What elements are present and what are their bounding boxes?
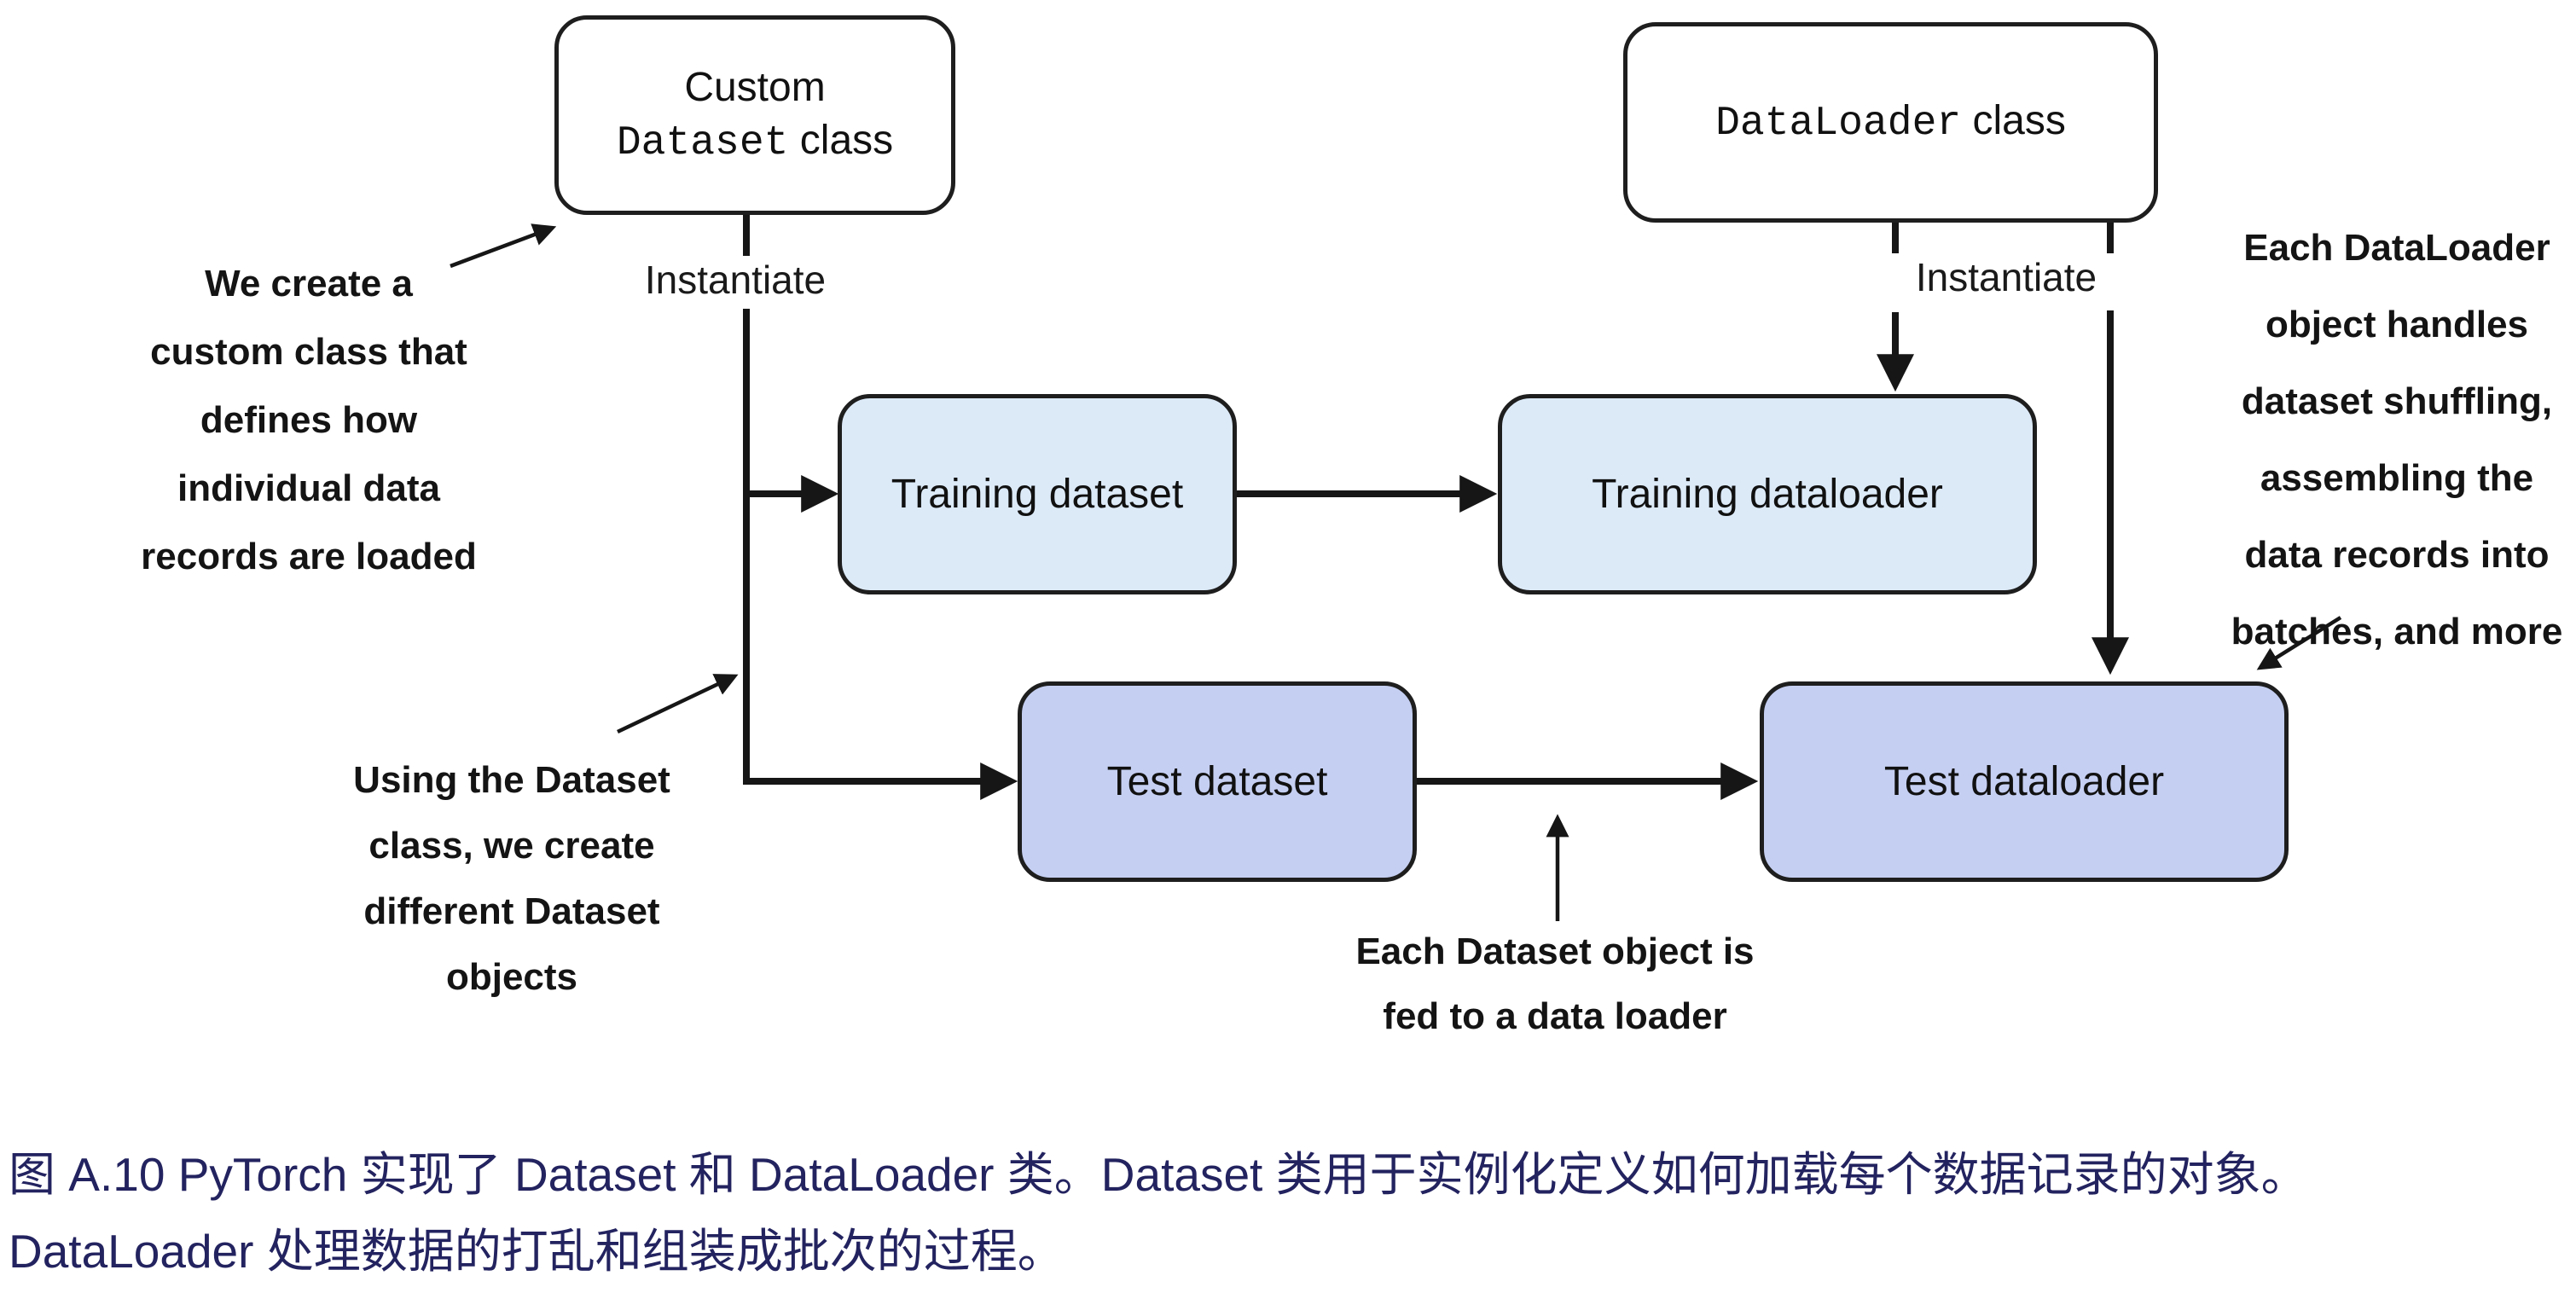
annotation-line: different Dataset [363, 890, 660, 932]
dataloader-class-box: DataLoader class [1623, 22, 2158, 223]
figure-caption-line1: 图 A.10 PyTorch 实现了 Dataset 和 DataLoader … [9, 1148, 2308, 1201]
test-dataset-label: Test dataset [1106, 758, 1328, 804]
instantiate-label-left: Instantiate [637, 256, 833, 304]
training-dataloader-label: Training dataloader [1592, 471, 1943, 517]
training-dataloader-box: Training dataloader [1498, 394, 2037, 594]
dataloader-class-title: DataLoader class [1715, 95, 2066, 150]
annotation-line: custom class that [150, 331, 467, 373]
annotation-line: object handles [2265, 304, 2529, 345]
figure-caption-line2: DataLoader 处理数据的打乱和组装成批次的过程。 [9, 1225, 1065, 1278]
annotation-line: class, we create [368, 825, 655, 867]
test-dataloader-box: Test dataloader [1760, 681, 2289, 882]
dataset-elbow-arrow-to-test-dataset [743, 309, 1018, 800]
pointer-arrow-dataset-objects [617, 674, 739, 734]
annotation-fed-to-loader: Each Dataset object is fed to a data loa… [1355, 919, 1754, 1049]
dataloader-code-text: DataLoader [1715, 101, 1962, 147]
annotation-line: records are loaded [141, 536, 477, 577]
custom-dataset-class-title-line2: Dataset class [617, 114, 893, 170]
annotation-line: Each DataLoader [2243, 227, 2550, 269]
figure-caption: 图 A.10 PyTorch 实现了 Dataset 和 DataLoader … [9, 1136, 2533, 1290]
dataloader-class-suffix: class [1961, 98, 2066, 143]
flow-lines [743, 215, 2129, 800]
test-dataset-box: Test dataset [1018, 681, 1417, 882]
custom-dataset-class-title-line1: Custom [684, 64, 826, 110]
annotation-line: fed to a data loader [1383, 995, 1727, 1037]
annotation-line: assembling the [2260, 457, 2534, 499]
annotation-line: Each Dataset object is [1355, 931, 1755, 972]
pointer-arrow-dataloader-handles [2256, 616, 2342, 670]
training-dataset-box: Training dataset [838, 394, 1237, 594]
annotation-line: Using the Dataset [353, 759, 670, 801]
training-dataset-label: Training dataset [891, 471, 1184, 517]
annotation-custom-class: We create a custom class that defines ho… [141, 250, 477, 591]
annotation-line: dataset shuffling, [2241, 380, 2553, 422]
annotation-line: We create a [205, 263, 413, 304]
annotation-pointer-arrows [450, 223, 2342, 921]
annotation-line: objects [445, 956, 578, 998]
annotation-dataset-objects: Using the Dataset class, we create diffe… [353, 747, 670, 1010]
annotation-line: individual data [177, 467, 441, 509]
instantiate-label-right: Instantiate [1908, 253, 2104, 301]
custom-dataset-class-box: Custom Dataset class [554, 15, 955, 215]
dataset-code-text: Dataset [616, 119, 789, 166]
pointer-arrow-custom-class [450, 223, 557, 269]
annotation-dataloader-handles: Each DataLoader object handles dataset s… [2231, 210, 2563, 670]
annotation-line: batches, and more [2231, 611, 2563, 652]
annotation-line: data records into [2244, 534, 2550, 576]
test-dataloader-label: Test dataloader [1883, 758, 2165, 804]
dataset-class-suffix: class [788, 117, 894, 163]
annotation-line: defines how [200, 399, 418, 441]
